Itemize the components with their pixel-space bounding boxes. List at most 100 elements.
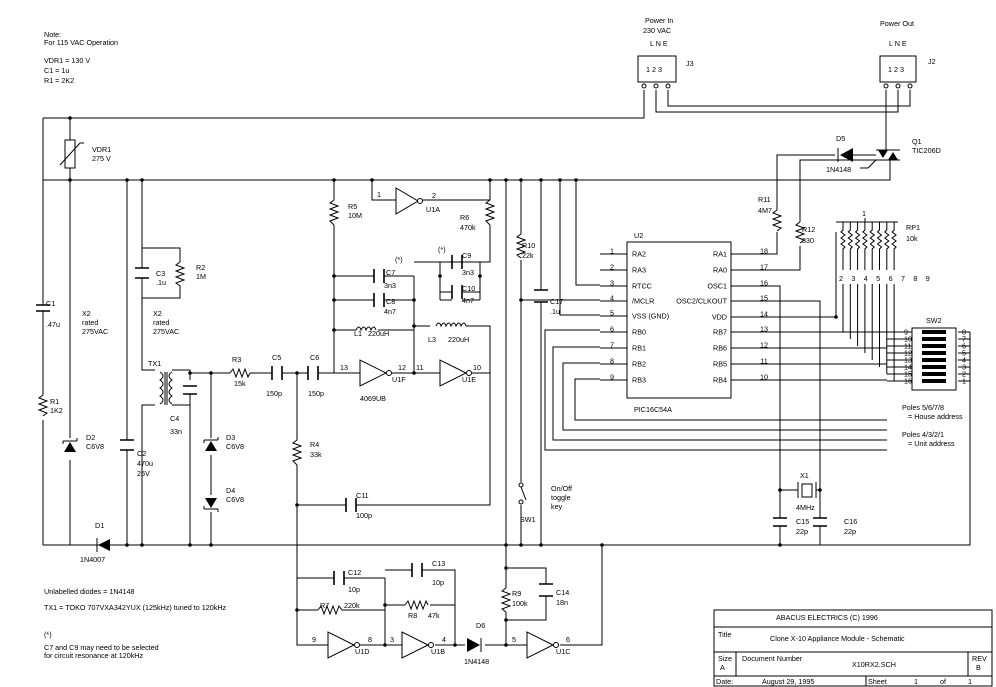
u1c: 5 6 U1C [512,631,570,659]
r4-ref: R4 [310,440,319,449]
u2-pin-name: RA0 [713,266,727,275]
u1f: 13 12 U1F 4069UB [340,359,406,403]
of-label: of [940,677,946,686]
sw2-switch-bar [922,379,946,383]
note-diodes: Unlabelled diodes = 1N4148 [44,587,135,596]
sw1-ref: SW1 [520,515,536,524]
u2-pin-name: RB0 [632,328,646,337]
d3-ref: D3 [226,433,235,442]
sw2-switch-bar [922,358,946,362]
c9-star: (*) [438,245,446,254]
d3-value: C6V8 [226,442,244,451]
u1a-pin: 1 [377,190,381,199]
tx1-ref: TX1 [148,359,161,368]
u2-pin-name: RB1 [632,344,646,353]
j2-pin-names: L N E [889,39,907,48]
r4: R4 33k [291,439,322,466]
u1f-pin: 13 [340,363,348,372]
sw2-switch-bar [922,330,946,334]
u1e-ref: U1E [462,375,476,384]
c5-ref: C5 [272,353,281,362]
c15-ref: C15 [796,517,809,526]
r6: R6 470k [460,199,496,232]
doc-number: X10RX2.SCH [852,660,896,669]
c17-value: .1u [550,307,560,316]
rp1-pin: 1 [862,209,866,218]
r8-ref: R8 [408,611,417,620]
c6-ref: C6 [310,353,319,362]
u2-pin-name: RB2 [632,360,646,369]
connector-j2: Power Out L N E 1 2 3 J2 [879,19,936,89]
title-company: ABACUS ELECTRICS (C) 1996 [776,613,878,622]
sheet-value: 1 [914,677,918,686]
u1d-ref: U1D [355,647,369,656]
j3-pin-numbers: 1 2 3 [646,65,662,74]
r1: R1 1K2 [37,394,63,417]
note-title: Note: [44,30,61,39]
c7-star: (*) [395,255,403,264]
rp1-resistor [854,222,861,270]
u2-pin-number: 12 [760,341,768,350]
rp1-resistor [876,222,883,270]
u2-pin-name: RB3 [632,376,646,385]
c17-ref: C17 [550,297,563,306]
c16: C16 22p [813,517,857,536]
x1: X1 4MHz [796,471,817,512]
c6: C6 150p [307,353,324,398]
r1-value: 1K2 [50,406,63,415]
r4-value: 33k [310,450,322,459]
x2-ref: X2 [82,309,91,318]
sw2-switch-bar [922,344,946,348]
vdr1-value: 275 V [92,154,111,163]
u1f-ref: U1F [392,375,406,384]
u2-pin-name: OSC1 [707,282,727,291]
u2-pin-number: 6 [610,325,614,334]
c11-ref: C11 [356,491,369,500]
r9-ref: R9 [512,589,521,598]
c13: C13 10p [411,559,445,587]
l1-value: 220uH [368,329,389,338]
r2: R2 1M [174,261,206,290]
u2-pin-name: RB5 [713,360,727,369]
c15: C15 22p [773,517,809,536]
u2-ref: U2 [634,231,643,240]
c5: C5 150p [266,353,283,398]
q1-value: TIC206D [912,146,941,155]
r9-value: 100k [512,599,528,608]
title-label: Title [718,630,731,639]
u2-pin-number: 4 [610,294,614,303]
sw1: SW1 On/Off toggle key [518,482,572,524]
vdr1: VDR1 275 V [59,139,111,169]
u2-pin-number: 15 [760,294,768,303]
vdr1-ref: VDR1 [92,145,111,154]
c9: (*) C9 3n3 [438,245,480,277]
c16-ref: C16 [844,517,857,526]
sw2-poles-note: = Unit address [908,439,955,448]
size-value: A [720,663,725,672]
size-label: Size [718,654,732,663]
connector-j3: Power In 230 VAC L N E 1 2 3 J3 [637,16,694,89]
d6-value: 1N4148 [464,657,489,666]
r1-ref: R1 [50,397,59,406]
u2-pin-number: 1 [610,247,614,256]
u2-pin-name: VDD [712,313,727,322]
l1: L1 220uH [354,326,389,338]
u1a-ref: U1A [426,205,440,214]
u2-pin-number: 3 [610,279,614,288]
u2-pin-name: RB7 [713,328,727,337]
u2-pin-number: 9 [610,373,614,382]
u2-pin-name: /MCLR [632,297,654,306]
c3: C3 .1u [135,267,166,287]
rp1-resistor [869,222,876,270]
r7-ref: R7 [320,601,329,610]
u2-pin-name: RTCC [632,282,652,291]
c4-value: 33n [170,427,182,436]
rp1-resistor [891,222,897,270]
l3-value: 220uH [448,335,469,344]
q1-ref: Q1 [912,137,922,146]
u1f-type: 4069UB [360,394,386,403]
l1-ref: L1 [354,329,362,338]
